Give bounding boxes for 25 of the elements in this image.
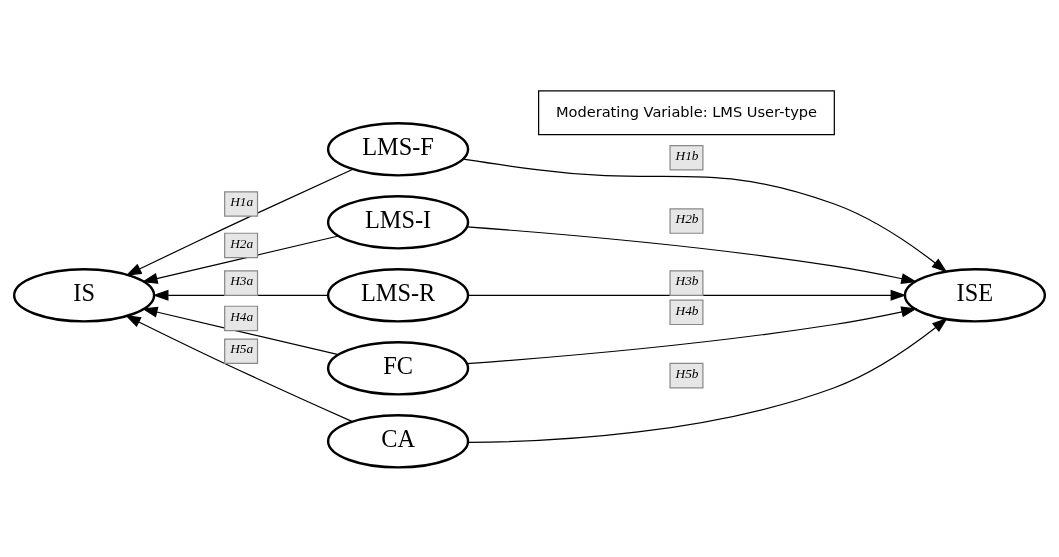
edge-label: H1a (230, 193, 254, 209)
edge-label: H2a (230, 235, 254, 251)
node-ellipse: LMS-I (326, 194, 470, 250)
arrow (125, 168, 354, 276)
arrow (125, 314, 354, 422)
edge-label: H3b (675, 272, 699, 288)
node-ellipse: LMS-R (326, 267, 470, 323)
edge-label: H4a (230, 308, 254, 324)
edge-label: H5a (230, 340, 254, 356)
node-ellipse: ISE (903, 267, 1047, 323)
arrow (467, 317, 948, 443)
arrow (466, 306, 918, 364)
arrow (467, 289, 907, 301)
node-ellipse: CA (326, 413, 470, 469)
arrow (466, 225, 918, 284)
arrow (462, 158, 948, 273)
edge-label: H3a (230, 272, 254, 288)
edge-label: H2b (675, 210, 699, 226)
edge-label: H4b (675, 302, 699, 318)
node-box: Moderating Variable: LMS User-type (538, 89, 835, 135)
node-ellipse: LMS-F (326, 121, 470, 177)
edge-label: H1b (675, 147, 699, 163)
node-ellipse: FC (326, 340, 470, 396)
edge-label: H5b (675, 365, 699, 381)
node-ellipse: IS (12, 267, 156, 323)
